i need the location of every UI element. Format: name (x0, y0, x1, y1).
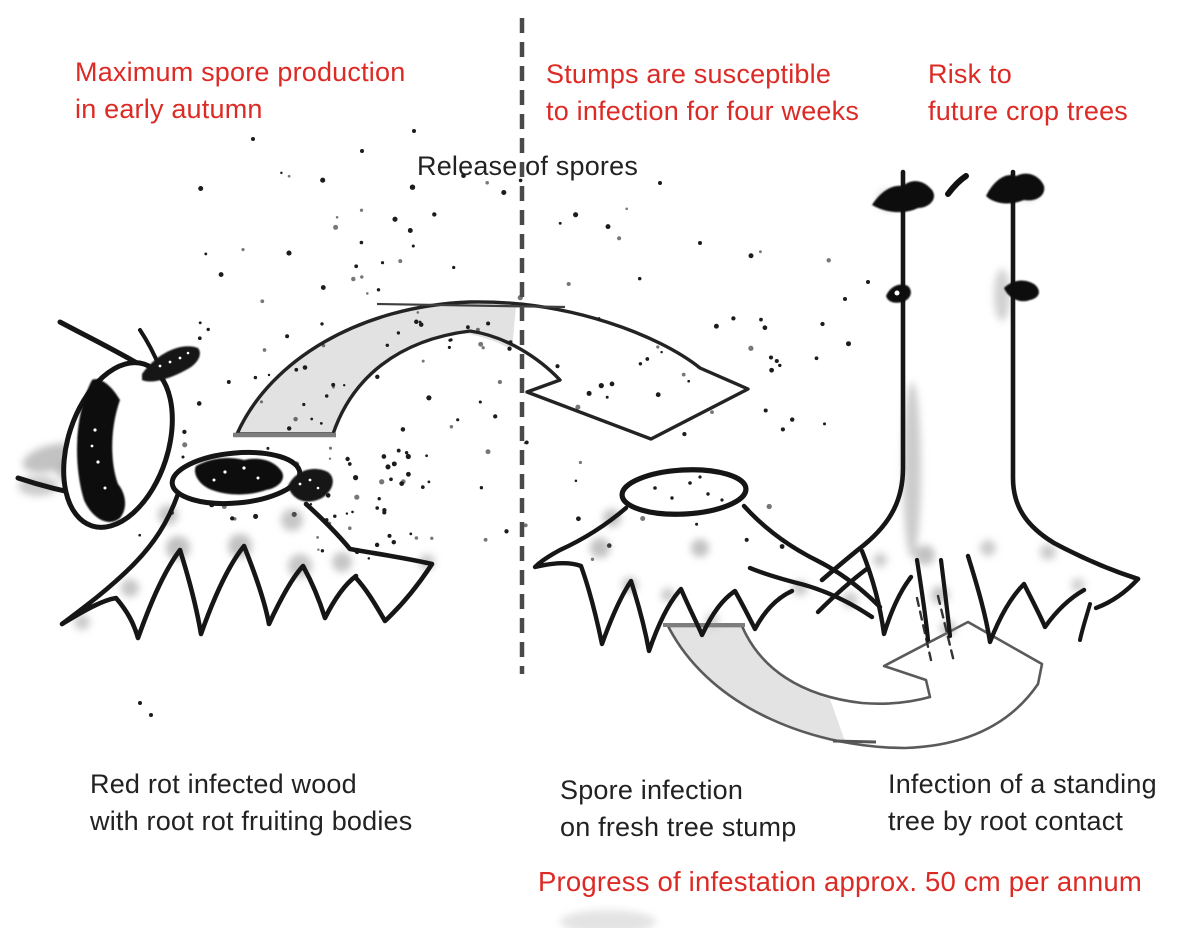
u-band-bottom-mark (832, 739, 877, 744)
branch-stub (1004, 280, 1039, 302)
label-stumps-susceptible: Stumps are susceptible to infection for … (546, 56, 859, 130)
label-risk-future-crop: Risk to future crop trees (928, 56, 1128, 130)
label-line: with root rot fruiting bodies (90, 806, 413, 836)
label-line: Red rot infected wood (90, 769, 357, 799)
gray-shading (18, 180, 1085, 636)
branch-stub (872, 181, 935, 213)
root-transfer-arrow (663, 620, 1044, 750)
stump-conk-fruiting-body (288, 468, 333, 502)
infected-stump-illustration (59, 449, 435, 641)
log-rot-patch (77, 379, 126, 522)
label-spore-infection: Spore infection on fresh tree stump (560, 772, 796, 846)
label-progress-of-infestation: Progress of infestation approx. 50 cm pe… (538, 866, 1143, 897)
branch-stub (945, 173, 969, 197)
label-line: future crop trees (928, 96, 1128, 126)
branch-stub (986, 173, 1045, 204)
label-line: Spore infection (560, 775, 744, 805)
label-line: tree by root contact (888, 806, 1124, 836)
label-line: in early autumn (75, 94, 263, 124)
infection-dashed-line (936, 594, 956, 664)
infection-dashed-line (915, 596, 933, 662)
label-red-rot-infected-wood: Red rot infected wood with root rot frui… (90, 766, 412, 840)
label-line: Risk to (928, 59, 1012, 89)
fresh-stump-top (619, 467, 749, 517)
label-line: Stumps are susceptible (546, 59, 832, 89)
stump-rot-core (194, 458, 284, 495)
fresh-stump-illustration (532, 467, 883, 654)
label-line: to infection for four weeks (546, 96, 860, 126)
label-max-spore-production: Maximum spore production in early autumn (75, 54, 405, 128)
arc-top-chord-line (376, 302, 566, 309)
bottom-smudge (560, 910, 656, 928)
standing-tree-illustration (815, 169, 1141, 664)
fallen-log-illustration (15, 319, 200, 530)
label-release-of-spores: Release of spores (417, 151, 639, 181)
label-line: Maximum spore production (75, 57, 406, 87)
label-line: on fresh tree stump (560, 812, 797, 842)
label-line: Infection of a standing (888, 769, 1157, 799)
spore-arc-arrow (233, 300, 750, 441)
log-conk-fruiting-body (142, 346, 200, 382)
label-infection-standing-tree: Infection of a standing tree by root con… (888, 766, 1157, 840)
